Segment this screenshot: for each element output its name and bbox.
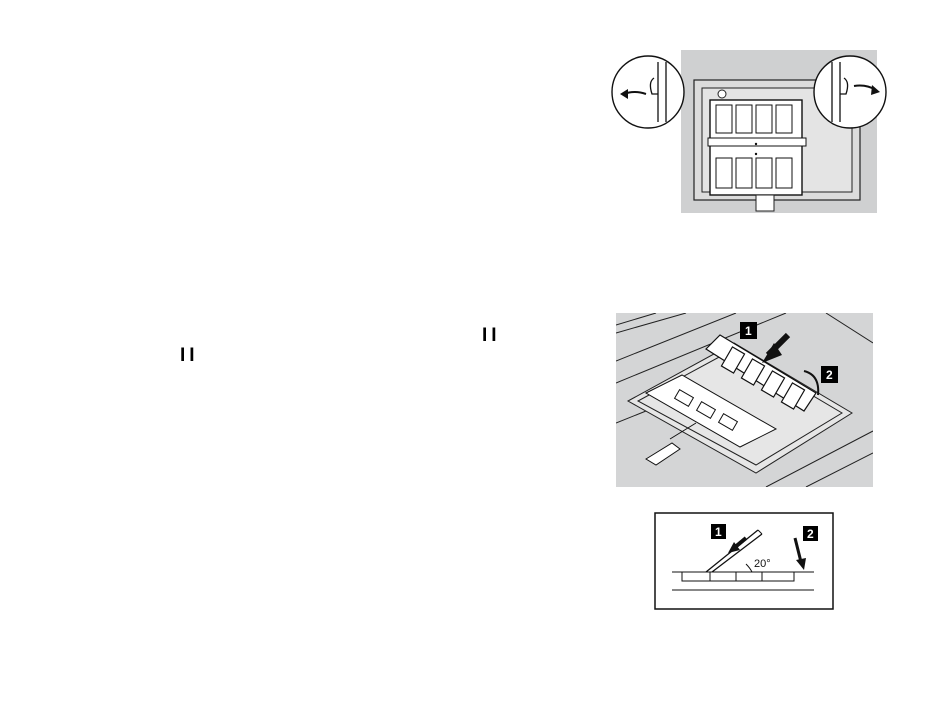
- step-1-badge: 1: [711, 524, 726, 539]
- memory-removal-figure: [610, 50, 902, 218]
- pause-glyph: II: [180, 346, 199, 365]
- angle-label: 20°: [754, 558, 771, 570]
- memory-module: [708, 100, 806, 195]
- svg-text:2: 2: [826, 368, 833, 382]
- svg-text:1: 1: [745, 324, 752, 338]
- memory-insertion-figure: 1 2: [616, 313, 873, 487]
- step-1-badge: 1: [740, 322, 757, 339]
- svg-text:2: 2: [807, 527, 814, 541]
- step-2-badge: 2: [821, 366, 838, 383]
- left-latch-callout: [612, 56, 684, 128]
- right-latch-callout: [814, 56, 886, 128]
- pause-glyph: II: [482, 326, 501, 345]
- insertion-angle-figure: 20° 1 2: [654, 512, 834, 610]
- step-2-badge: 2: [803, 526, 818, 541]
- svg-text:1: 1: [715, 525, 722, 539]
